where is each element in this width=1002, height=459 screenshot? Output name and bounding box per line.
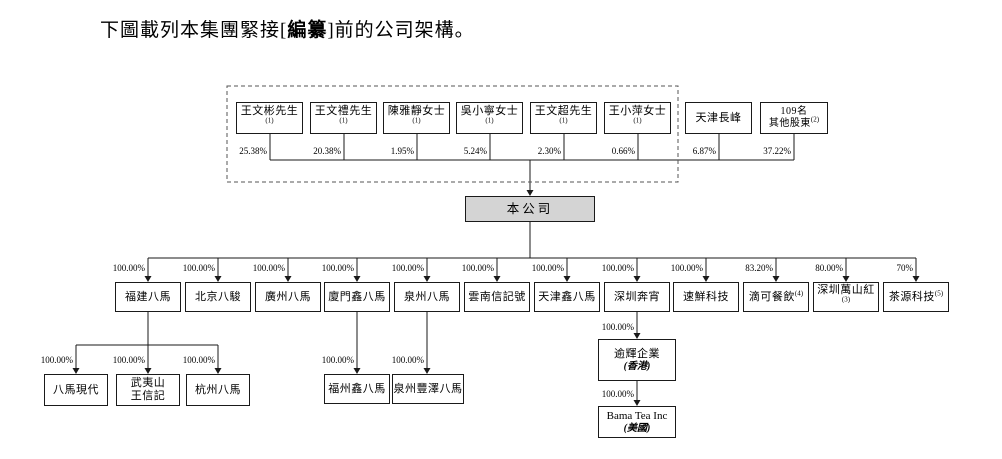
pct-quanzhou-bama: 100.00% — [391, 263, 424, 273]
pct-beijing-bajun: 100.00% — [182, 263, 215, 273]
box-yuhui-enterprise-hk: 逾輝企業 (香港) — [598, 339, 676, 381]
title-text: 下圖載列本集團緊接[ — [100, 20, 288, 41]
box-wang-wenbin: 王文彬先生(1) — [236, 102, 303, 134]
box-shenzhen-benxiao: 深圳奔宵 — [604, 282, 670, 312]
box-tianjin-changfeng: 天津長峰 — [685, 102, 752, 134]
arrowhead — [842, 276, 850, 282]
pct-wang-wenchao: 2.30% — [537, 146, 561, 156]
box-chen-yajing: 陳雅靜女士(1) — [383, 102, 450, 134]
pct-xiamen-xin-bama: 100.00% — [321, 263, 354, 273]
arrowhead — [633, 400, 641, 406]
arrowhead — [563, 276, 571, 282]
pct-fujian-bama: 100.00% — [112, 263, 145, 273]
title-text-suffix: ]前的公司架構。 — [327, 20, 475, 41]
box-yunnan-xinjihao: 雲南信記號 — [464, 282, 530, 312]
pct-wang-wenbin: 25.38% — [239, 146, 267, 156]
pct-wu-xiaoning: 5.24% — [463, 146, 487, 156]
arrowhead — [702, 276, 710, 282]
pct-yunnan-xinjihao: 100.00% — [461, 263, 494, 273]
arrowheads — [72, 190, 920, 406]
arrowhead — [144, 276, 152, 282]
arrowhead — [72, 368, 80, 374]
box-tianjin-xin-bama: 天津鑫八馬 — [534, 282, 600, 312]
arrowhead — [214, 368, 222, 374]
box-wu-xiaoning: 吳小寧女士(1) — [456, 102, 523, 134]
box-suxian-tech: 速鮮科技 — [673, 282, 739, 312]
box-bama-tea-inc-us: Bama Tea Inc (美國) — [598, 406, 676, 438]
pct-chen-yajing: 1.95% — [390, 146, 414, 156]
box-beijing-bajun: 北京八駿 — [185, 282, 251, 312]
page-title: 下圖載列本集團緊接[編纂]前的公司架構。 — [100, 15, 475, 42]
pct-quanzhou-fengze-bama: 100.00% — [391, 355, 424, 365]
arrowhead — [214, 276, 222, 282]
pct-guangzhou-bama: 100.00% — [252, 263, 285, 273]
arrowhead — [526, 190, 534, 196]
pct-yuhui-enterprise-hk: 100.00% — [601, 322, 634, 332]
pct-dike-catering: 83.20% — [745, 263, 773, 273]
pct-other-shareholders: 37.22% — [763, 146, 791, 156]
subsidiary-stub-lines — [147, 258, 917, 276]
grandchild-lines — [356, 312, 428, 368]
arrowhead — [284, 276, 292, 282]
pct-tianjin-changfeng: 6.87% — [692, 146, 716, 156]
arrowhead — [423, 368, 431, 374]
pct-wang-wenli: 20.38% — [313, 146, 341, 156]
pct-chayuan-tech: 70% — [896, 263, 914, 273]
arrowhead — [353, 368, 361, 374]
box-shenzhen-wanshanhong: 深圳萬山紅(3) — [813, 282, 879, 312]
arrowhead — [633, 333, 641, 339]
box-wang-wenchao: 王文超先生(1) — [530, 102, 597, 134]
arrowhead — [633, 276, 641, 282]
arrowhead — [912, 276, 920, 282]
pct-tianjin-xin-bama: 100.00% — [531, 263, 564, 273]
box-wang-xiaoping: 王小萍女士(1) — [604, 102, 671, 134]
fujian-children-lines — [75, 312, 219, 368]
pct-shenzhen-wanshanhong: 80.00% — [815, 263, 843, 273]
pct-shenzhen-benxiao: 100.00% — [601, 263, 634, 273]
controlling-group-dashed-border — [226, 85, 679, 183]
pct-fuzhou-xin-bama: 100.00% — [321, 355, 354, 365]
box-chayuan-tech: 茶源科技(5) — [883, 282, 949, 312]
pct-suxian-tech: 100.00% — [670, 263, 703, 273]
pct-bama-xiandai: 100.00% — [40, 355, 73, 365]
arrowhead — [423, 276, 431, 282]
shareholder-stub-lines — [269, 134, 795, 160]
arrowhead — [144, 368, 152, 374]
box-xiamen-xin-bama: 廈門鑫八馬 — [324, 282, 390, 312]
arrowhead — [493, 276, 501, 282]
box-bama-xiandai: 八馬現代 — [44, 374, 108, 406]
box-quanzhou-fengze-bama: 泉州豐澤八馬 — [392, 374, 464, 404]
box-wuyishan-wangxinji: 武夷山 王信記 — [116, 374, 180, 406]
pct-wang-xiaoping: 0.66% — [611, 146, 635, 156]
box-fujian-bama: 福建八馬 — [115, 282, 181, 312]
pct-bama-tea-inc-us: 100.00% — [601, 389, 634, 399]
box-quanzhou-bama: 泉州八馬 — [394, 282, 460, 312]
title-redacted-text: 編纂 — [287, 20, 328, 41]
pct-wuyishan-wangxinji: 100.00% — [112, 355, 145, 365]
arrowhead — [353, 276, 361, 282]
box-dike-catering: 滴可餐飲(4) — [743, 282, 809, 312]
arrowhead — [772, 276, 780, 282]
box-other-shareholders: 109名 其他股東(2) — [760, 102, 828, 134]
pct-hangzhou-bama: 100.00% — [182, 355, 215, 365]
box-guangzhou-bama: 廣州八馬 — [255, 282, 321, 312]
box-wang-wenli: 王文禮先生(1) — [310, 102, 377, 134]
company-box: 本公司 — [465, 196, 595, 222]
box-hangzhou-bama: 杭州八馬 — [186, 374, 250, 406]
box-fuzhou-xin-bama: 福州鑫八馬 — [324, 374, 390, 404]
